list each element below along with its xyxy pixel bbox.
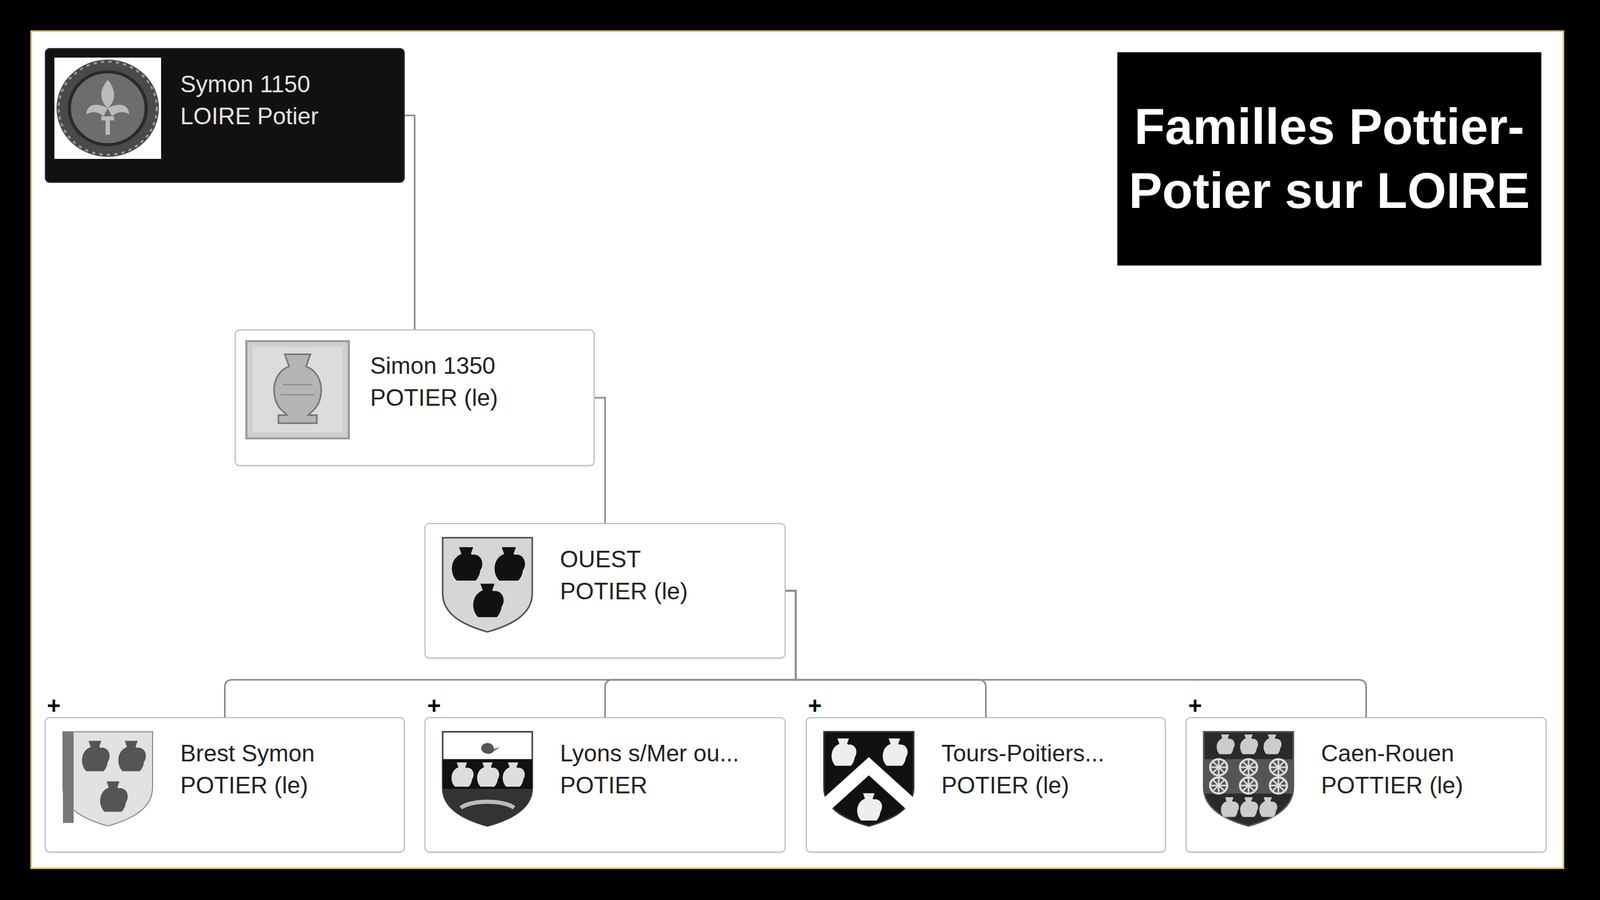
coat-of-arms-icon — [434, 726, 541, 829]
coat-of-arms-icon — [54, 726, 162, 829]
coat-of-arms-icon — [815, 726, 923, 829]
family-box: Caen-RouenPOTTIER (le) — [1185, 717, 1547, 853]
family-box: Brest SymonPOTIER (le) — [44, 717, 405, 853]
person-name: Tours-Poitiers... — [941, 737, 1105, 770]
person-name: OUEST — [560, 543, 688, 576]
family-box: OUESTPOTIER (le) — [424, 523, 786, 659]
expand-marker: + — [427, 694, 442, 718]
coat-of-arms-icon — [1195, 726, 1302, 829]
family-name: POTIER (le) — [370, 381, 499, 414]
expand-marker: + — [1188, 694, 1203, 718]
person-name: Brest Symon — [180, 737, 315, 770]
person-name: Caen-Rouen — [1321, 737, 1463, 770]
lineage-connector — [594, 397, 606, 524]
expand-marker: + — [808, 694, 822, 718]
family-name: POTTIER (le) — [1321, 769, 1463, 802]
family-name: POTIER — [560, 769, 740, 802]
person-name: Lyons s/Mer ou... — [560, 737, 740, 770]
coat-of-arms-icon — [54, 57, 162, 159]
lineage-connector — [785, 590, 987, 718]
root-ancestor-box: Symon 1150LOIRE Potier — [44, 48, 405, 183]
lineage-connector — [785, 590, 1367, 718]
family-name: POTIER (le) — [560, 575, 688, 608]
family-name: POTIER (le) — [180, 769, 315, 802]
coat-of-arms-icon — [434, 532, 541, 635]
family-name: LOIRE Potier — [180, 100, 319, 133]
title-banner: Familles Pottier-Potier sur LOIRE — [1117, 52, 1542, 266]
lineage-connector — [404, 115, 415, 331]
family-name: POTIER (le) — [941, 769, 1105, 802]
family-box: Lyons s/Mer ou...POTIER — [424, 717, 786, 853]
title-text: Familles Pottier-Potier sur LOIRE — [1117, 94, 1542, 223]
family-box: Tours-Poitiers...POTIER (le) — [805, 717, 1166, 853]
coat-of-arms-icon — [244, 339, 351, 441]
person-name: Simon 1350 — [370, 349, 499, 382]
person-name: Symon 1150 — [180, 68, 319, 101]
expand-marker: + — [46, 694, 61, 718]
family-box: Simon 1350POTIER (le) — [234, 329, 595, 467]
